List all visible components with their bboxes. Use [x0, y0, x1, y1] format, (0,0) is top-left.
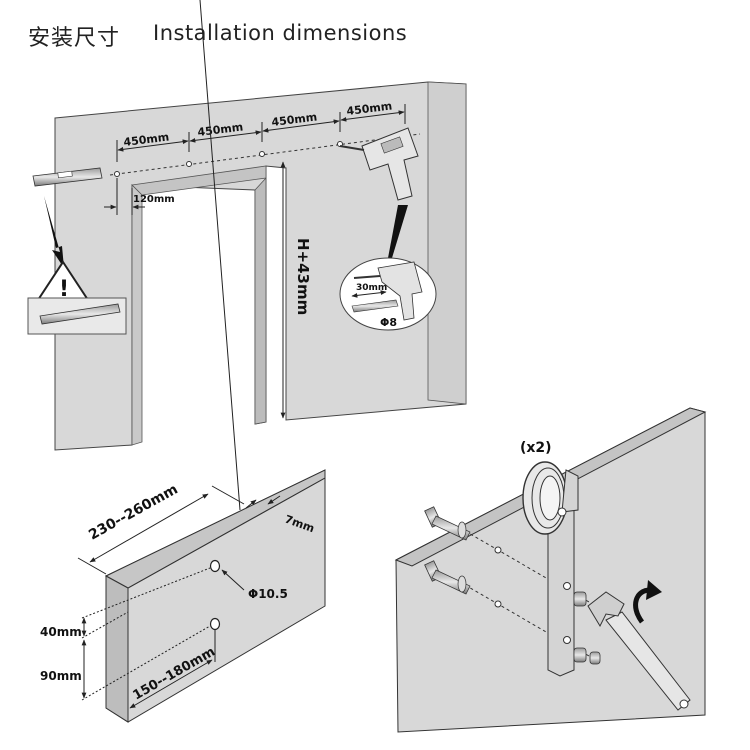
- spacing-label-1: 450mm: [123, 130, 170, 148]
- drill-depth-label: 30mm: [356, 283, 387, 293]
- door-holes: [209, 559, 221, 631]
- spacing-dimensions: [116, 104, 406, 162]
- offset-dimension: [104, 178, 145, 215]
- wrench-icon: [587, 591, 691, 711]
- drill-callout-arrow: [388, 205, 408, 258]
- title-english: Installation dimensions: [153, 21, 408, 45]
- drill-holes: [114, 141, 343, 177]
- quantity-label: (x2): [520, 440, 552, 456]
- thickness-dimension: [245, 495, 281, 509]
- drill-icon: [339, 127, 419, 201]
- spacing-label-3: 450mm: [271, 110, 318, 128]
- drill-detail-callout: [339, 257, 437, 331]
- wall-with-opening: [54, 81, 467, 451]
- spacing-label-2: 450mm: [197, 120, 244, 138]
- bolt-holes: [494, 546, 502, 608]
- title-chinese: 安装尺寸: [28, 26, 121, 51]
- hole-spacing-dimension: [129, 630, 216, 709]
- width-dimension: [77, 0, 245, 575]
- hole-label: Φ10.5: [248, 587, 288, 601]
- drill-diameter-label: Φ8: [380, 316, 397, 329]
- top-offset-label: 40mm: [40, 625, 82, 639]
- svg-text:!: !: [59, 277, 69, 302]
- bolt-icon-2: [424, 560, 471, 595]
- hole-leader: [221, 569, 245, 591]
- spirit-level-icon: [32, 167, 103, 187]
- bolt-icon: [424, 506, 471, 541]
- drill-guide-line: [109, 133, 421, 176]
- level-inset: [27, 297, 127, 335]
- level-arrow: [44, 196, 64, 268]
- rotate-arrow-icon: [633, 580, 662, 624]
- offset-label: 120mm: [133, 194, 175, 205]
- roller-wheel-icon: [522, 461, 579, 535]
- height-label: H+43mm: [294, 238, 312, 315]
- vertical-offset-label: 90mm: [40, 669, 82, 683]
- spacing-label-4: 450mm: [346, 99, 393, 117]
- nut-icon: [573, 591, 601, 665]
- width-label: 230--260mm: [86, 481, 181, 543]
